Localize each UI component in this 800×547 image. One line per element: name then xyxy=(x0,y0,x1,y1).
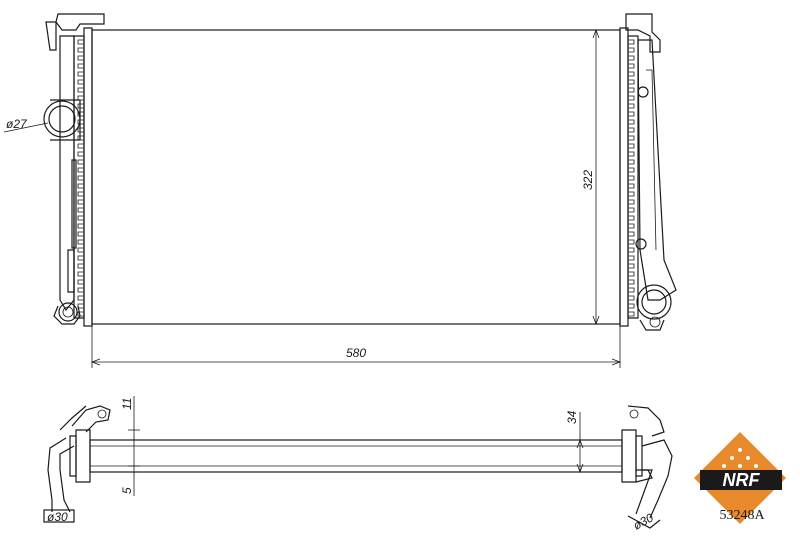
height-label: 322 xyxy=(581,170,595,190)
tank-tooth xyxy=(77,223,84,229)
tank-tooth xyxy=(628,127,635,133)
tank-tooth xyxy=(77,95,84,101)
left-pipe-diameter-label: ø30 xyxy=(47,510,68,524)
tank-tooth xyxy=(628,143,635,149)
tank-tooth xyxy=(628,303,635,309)
left-tank-side xyxy=(43,405,111,523)
tank-tooth xyxy=(77,239,84,245)
tank-tooth xyxy=(628,135,635,141)
nrf-logo: NRF xyxy=(694,432,786,524)
nrf-logo-text: NRF xyxy=(723,470,761,490)
tank-tooth xyxy=(628,311,635,317)
tank-tooth xyxy=(628,271,635,277)
tank-tooth xyxy=(628,231,635,237)
tank-tooth xyxy=(77,151,84,157)
side-view: ø30 11 5 34 xyxy=(43,396,673,533)
tank-tooth xyxy=(628,71,635,77)
tank-tooth xyxy=(77,71,84,77)
width-dimension xyxy=(90,326,622,368)
tank-tooth xyxy=(77,295,84,301)
tank-tooth xyxy=(628,119,635,125)
front-view: ø27 322 xyxy=(3,13,677,368)
tank-tooth xyxy=(628,215,635,221)
tank-tooth xyxy=(77,199,84,205)
tank-tooth xyxy=(77,271,84,277)
tank-tooth xyxy=(77,127,84,133)
left-inlet xyxy=(3,99,81,141)
tank-tooth xyxy=(628,263,635,269)
width-label: 580 xyxy=(346,346,366,360)
tank-tooth xyxy=(77,63,84,69)
right-tank-teeth xyxy=(628,39,635,317)
depth-label: 34 xyxy=(565,410,579,424)
tank-tooth xyxy=(628,223,635,229)
nrf-logo-dots xyxy=(722,448,758,468)
tank-tooth xyxy=(77,159,84,165)
side-core xyxy=(89,439,623,473)
tank-tooth xyxy=(77,255,84,261)
tank-tooth xyxy=(628,55,635,61)
top-offset-label: 11 xyxy=(120,398,134,410)
tank-tooth xyxy=(77,279,84,285)
offset-dimensions xyxy=(128,396,140,496)
tank-tooth xyxy=(628,63,635,69)
bottom-offset-label: 5 xyxy=(120,487,134,494)
tank-tooth xyxy=(77,103,84,109)
tank-tooth xyxy=(77,167,84,173)
part-number: 53248A xyxy=(719,508,765,523)
tank-tooth xyxy=(628,111,635,117)
right-tank xyxy=(619,13,677,331)
tank-tooth xyxy=(628,199,635,205)
tank-tooth xyxy=(77,231,84,237)
tank-tooth xyxy=(77,135,84,141)
tank-tooth xyxy=(77,175,84,181)
height-dimension xyxy=(592,28,600,326)
tank-tooth xyxy=(628,103,635,109)
tank-tooth xyxy=(77,311,84,317)
tank-tooth xyxy=(77,143,84,149)
depth-dimension xyxy=(576,412,584,474)
tank-tooth xyxy=(77,263,84,269)
tank-tooth xyxy=(77,39,84,45)
tank-tooth xyxy=(77,55,84,61)
tank-tooth xyxy=(77,287,84,293)
tank-tooth xyxy=(77,191,84,197)
inlet-diameter-label: ø27 xyxy=(6,117,28,131)
tank-tooth xyxy=(628,167,635,173)
tank-tooth xyxy=(628,95,635,101)
tank-tooth xyxy=(77,79,84,85)
tank-tooth xyxy=(628,47,635,53)
tank-tooth xyxy=(77,183,84,189)
radiator-core xyxy=(91,29,621,325)
tank-tooth xyxy=(628,207,635,213)
tank-tooth xyxy=(77,119,84,125)
left-tank-teeth xyxy=(77,39,84,317)
tank-tooth xyxy=(77,87,84,93)
tank-tooth xyxy=(628,151,635,157)
tank-tooth xyxy=(628,159,635,165)
tank-tooth xyxy=(628,255,635,261)
tank-tooth xyxy=(628,295,635,301)
tank-tooth xyxy=(628,39,635,45)
tank-tooth xyxy=(77,247,84,253)
nrf-logo-band xyxy=(700,470,782,490)
tank-tooth xyxy=(628,175,635,181)
tank-tooth xyxy=(77,303,84,309)
tank-tooth xyxy=(628,287,635,293)
tank-tooth xyxy=(77,111,84,117)
tank-tooth xyxy=(77,215,84,221)
tank-tooth xyxy=(628,79,635,85)
tank-tooth xyxy=(628,87,635,93)
tank-tooth xyxy=(628,191,635,197)
tank-tooth xyxy=(628,183,635,189)
tank-tooth xyxy=(628,247,635,253)
tank-tooth xyxy=(77,47,84,53)
left-tank xyxy=(45,13,105,327)
tank-tooth xyxy=(628,279,635,285)
right-tank-side xyxy=(621,405,673,529)
tank-tooth xyxy=(628,239,635,245)
tank-tooth xyxy=(77,207,84,213)
